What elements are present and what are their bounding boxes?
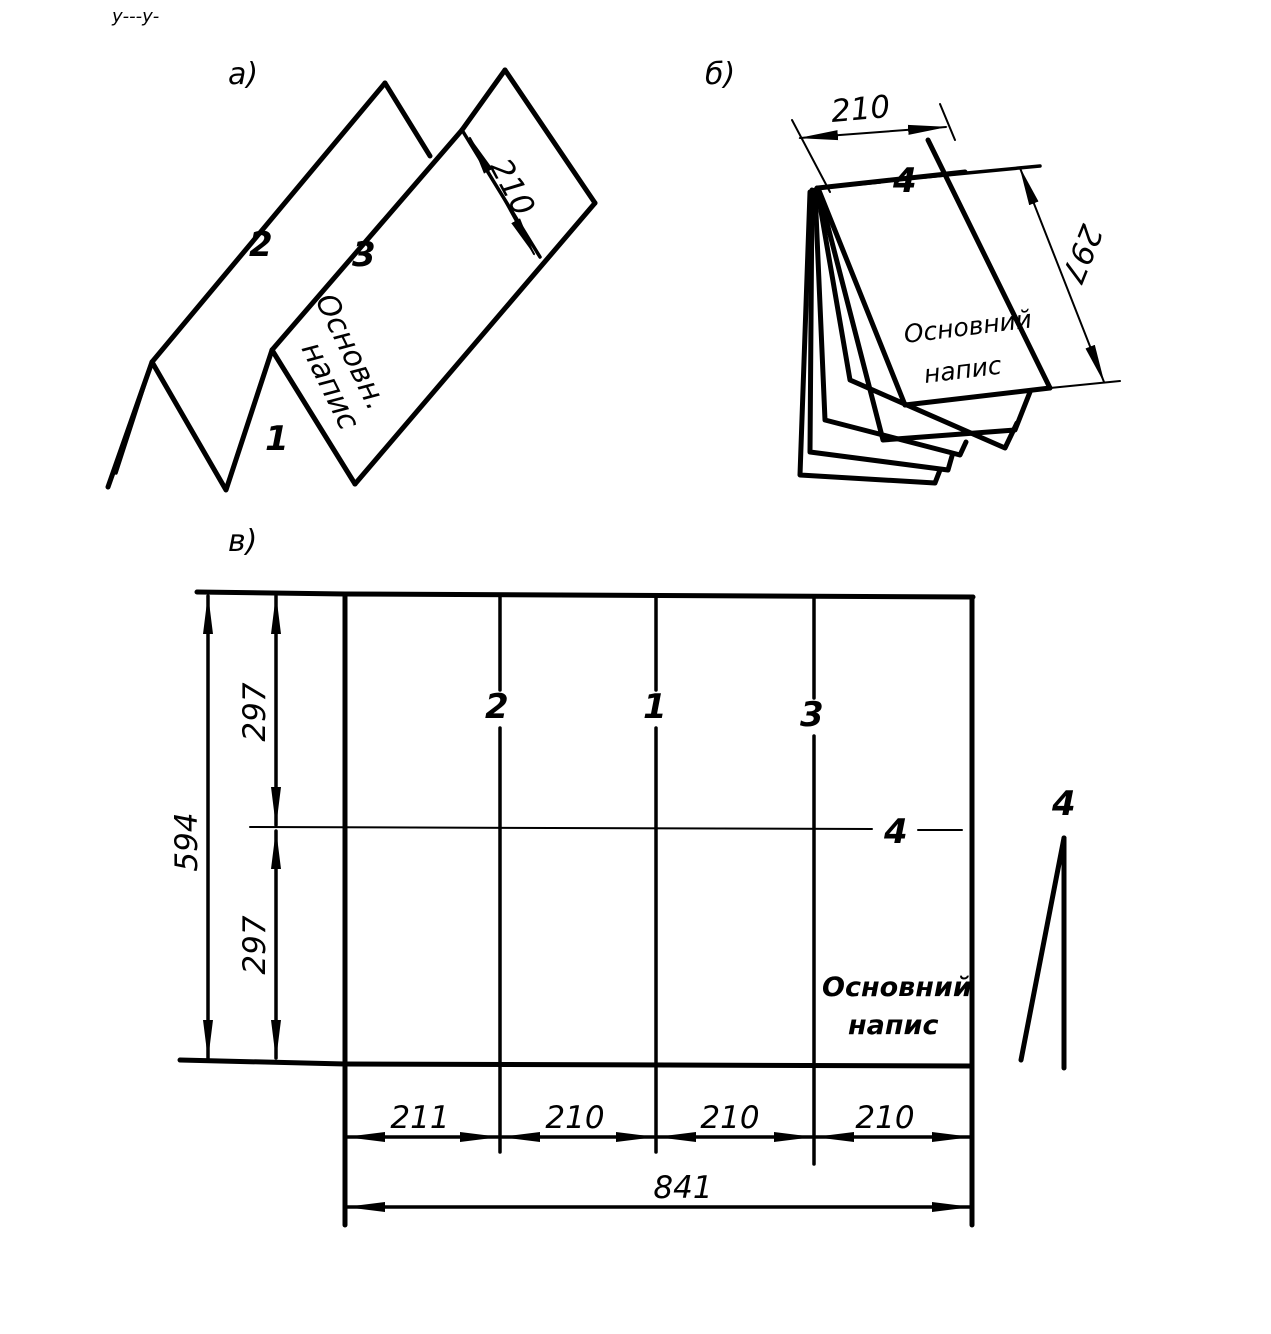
panel-a: а) 210 2 3 1 Основн. напис xyxy=(105,57,598,493)
panel-a-sheet xyxy=(105,67,598,493)
panel-c-dim-297-top: 297 xyxy=(237,682,273,741)
panel-c-title-block-2: напис xyxy=(848,1010,938,1041)
panel-b-title-block-2: напис xyxy=(922,351,1003,389)
panel-c-fold-3: 3 xyxy=(800,695,824,735)
panel-a-label: а) xyxy=(228,57,258,92)
panel-c-dim-594: 594 xyxy=(169,812,205,871)
panel-b-ext-line xyxy=(791,119,831,193)
panel-b-dim-210: 210 xyxy=(830,89,892,130)
panel-a-dim-210: 210 xyxy=(482,153,542,222)
panel-b-label: б) xyxy=(705,57,735,92)
panel-c-sheet xyxy=(249,591,976,1228)
panel-b-dim-210-line xyxy=(798,124,948,141)
panel-a-fold-2: 2 xyxy=(249,225,273,265)
panel-c-fold-4: 4 xyxy=(883,812,908,852)
panel-c-dim-297-bottom: 297 xyxy=(237,915,273,974)
panel-b-dim-297-line xyxy=(1019,166,1105,384)
panel-b-fold-4: 4 xyxy=(892,161,917,201)
panel-b-dim-297: 297 xyxy=(1053,220,1109,289)
panel-c-title-block-1: Основний xyxy=(822,972,972,1003)
panel-c-side-fold-4: 4 xyxy=(1051,784,1076,824)
panel-c-side-view xyxy=(1018,835,1067,1071)
panel-c: в) 2 1 3 4 Основний напис xyxy=(169,524,1076,1228)
panel-c-fold-1: 1 xyxy=(643,687,667,727)
panel-a-fold-1: 1 xyxy=(265,419,289,459)
panel-a-dim-line xyxy=(469,136,535,256)
panel-c-label: в) xyxy=(228,524,257,559)
panel-c-dim-210b: 210 xyxy=(700,1100,759,1136)
stray-text: у---у- xyxy=(111,6,159,27)
panel-c-fold-2: 2 xyxy=(485,687,509,727)
panel-c-dim-210c: 210 xyxy=(855,1100,914,1136)
panel-a-fold-3: 3 xyxy=(352,235,376,275)
panel-c-dim-210a: 210 xyxy=(545,1100,604,1136)
panel-c-dim-841: 841 xyxy=(653,1170,712,1206)
panel-b: б) 210 4 297 Основний напис xyxy=(705,57,1121,486)
panel-b-title-block-1: Основний xyxy=(902,304,1033,348)
panel-c-dim-211: 211 xyxy=(390,1100,449,1136)
